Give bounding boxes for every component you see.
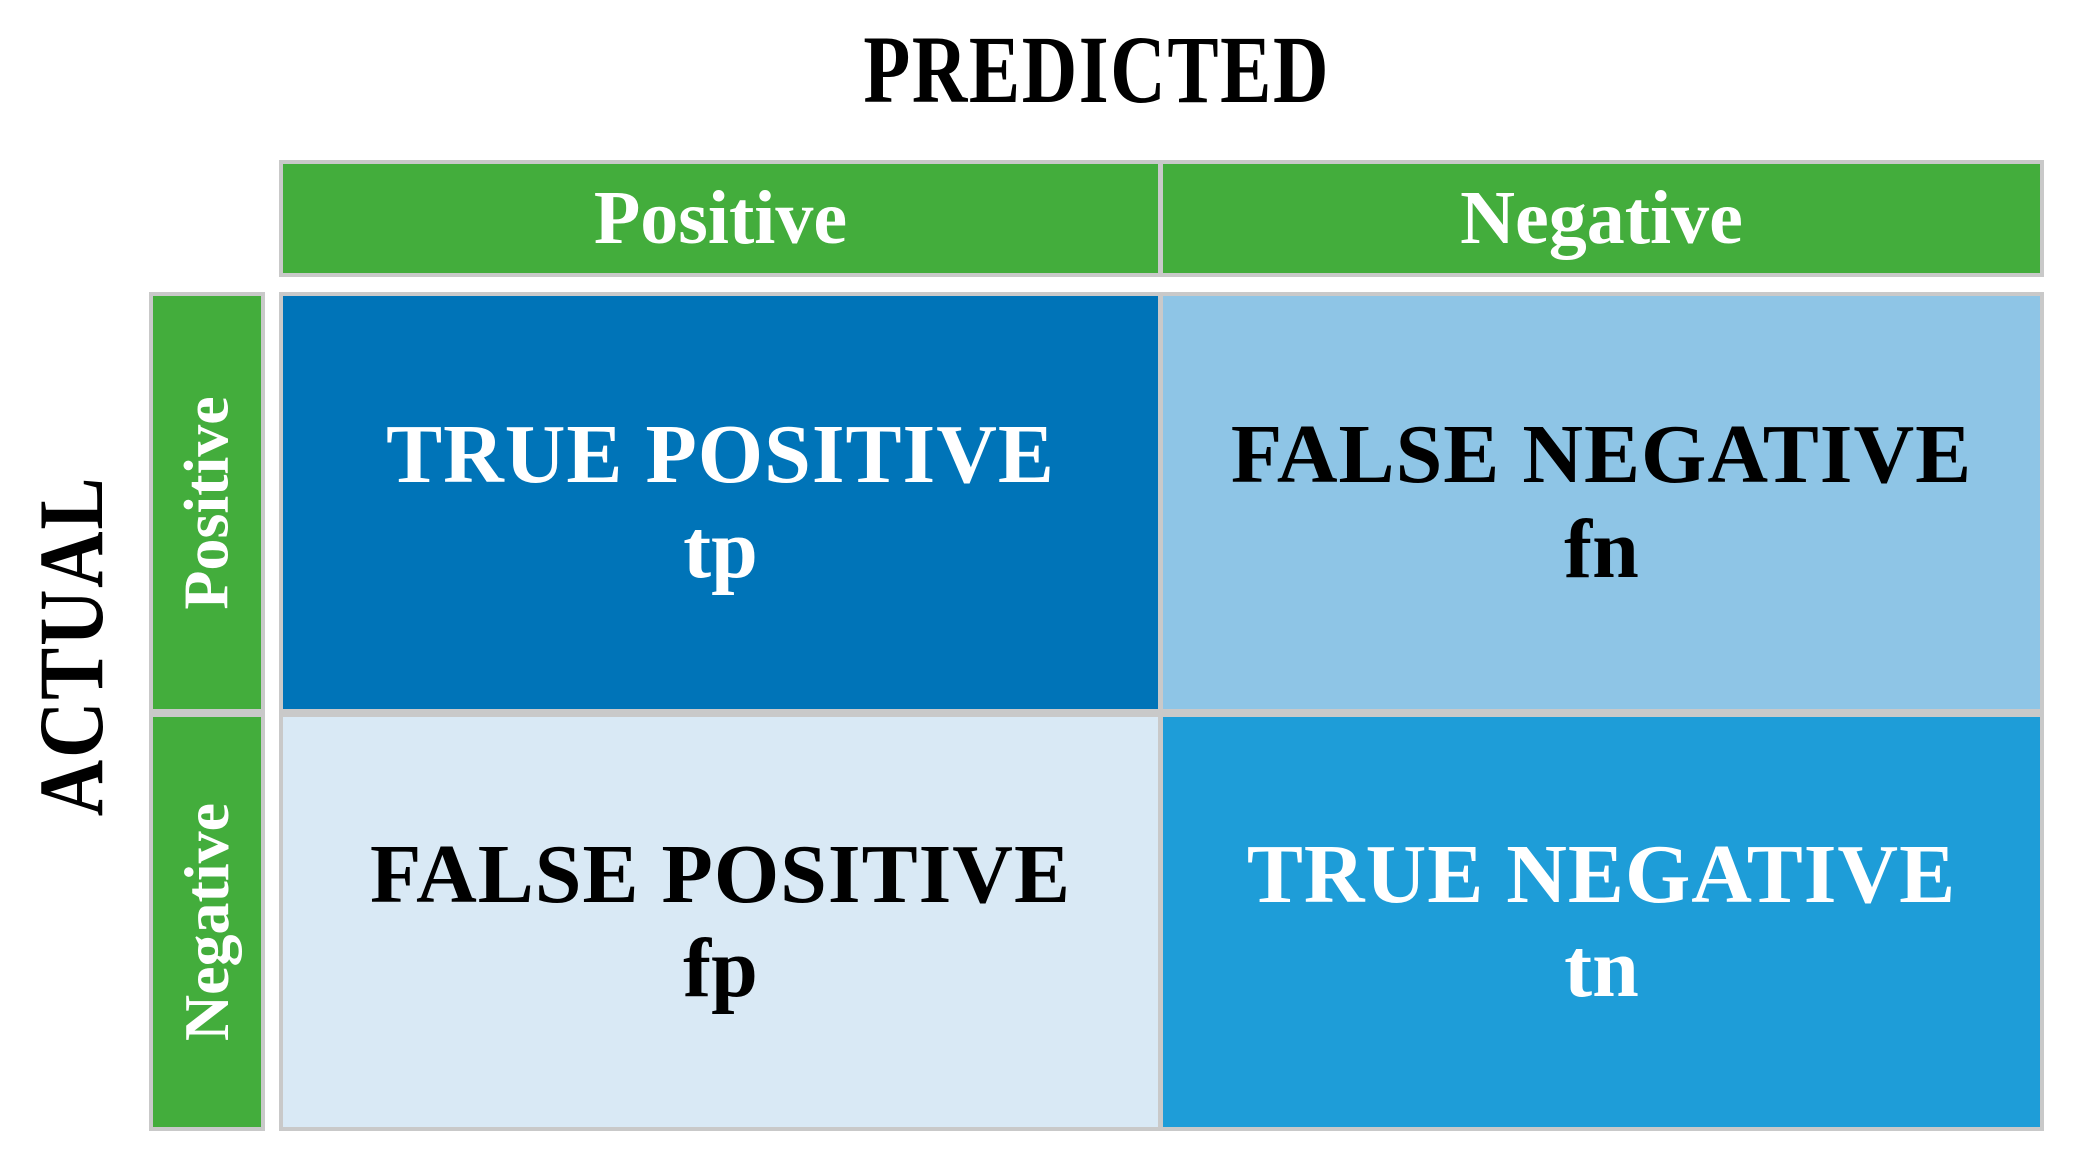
predicted-axis-title: PREDICTED bbox=[863, 15, 1330, 123]
cell-false-positive-abbr: fp bbox=[683, 922, 758, 1015]
actual-headers: Positive Negative bbox=[149, 292, 265, 1131]
cell-false-positive-label: FALSE POSITIVE bbox=[370, 827, 1071, 921]
cell-true-negative-label: TRUE NEGATIVE bbox=[1246, 827, 1957, 921]
predicted-headers: Positive Negative bbox=[279, 160, 2044, 277]
predicted-positive-header: Positive bbox=[283, 164, 1158, 273]
actual-positive-header-label: Positive bbox=[171, 395, 242, 610]
predicted-axis-title-band: PREDICTED bbox=[149, 6, 2044, 132]
predicted-positive-header-label: Positive bbox=[593, 176, 848, 260]
actual-axis-title: ACTUAL bbox=[20, 475, 123, 816]
actual-axis-title-band: ACTUAL bbox=[0, 160, 142, 1131]
cell-false-negative-abbr: fn bbox=[1564, 502, 1639, 596]
cell-false-negative: FALSE NEGATIVE fn bbox=[1163, 296, 2040, 709]
matrix-body: TRUE POSITIVE tp FALSE NEGATIVE fn FALSE… bbox=[279, 292, 2044, 1131]
actual-positive-header: Positive bbox=[153, 296, 261, 709]
actual-negative-header-label: Negative bbox=[171, 802, 242, 1042]
cell-false-positive: FALSE POSITIVE fp bbox=[283, 717, 1158, 1127]
cell-true-negative: TRUE NEGATIVE tn bbox=[1163, 717, 2040, 1127]
cell-true-positive: TRUE POSITIVE tp bbox=[283, 296, 1158, 709]
predicted-negative-header: Negative bbox=[1163, 164, 2040, 273]
cell-true-positive-abbr: tp bbox=[683, 502, 758, 596]
cell-false-negative-label: FALSE NEGATIVE bbox=[1230, 408, 1973, 502]
predicted-negative-header-label: Negative bbox=[1460, 176, 1743, 260]
actual-negative-header: Negative bbox=[153, 717, 261, 1127]
cell-true-negative-abbr: tn bbox=[1564, 922, 1639, 1015]
cell-true-positive-label: TRUE POSITIVE bbox=[386, 408, 1055, 502]
